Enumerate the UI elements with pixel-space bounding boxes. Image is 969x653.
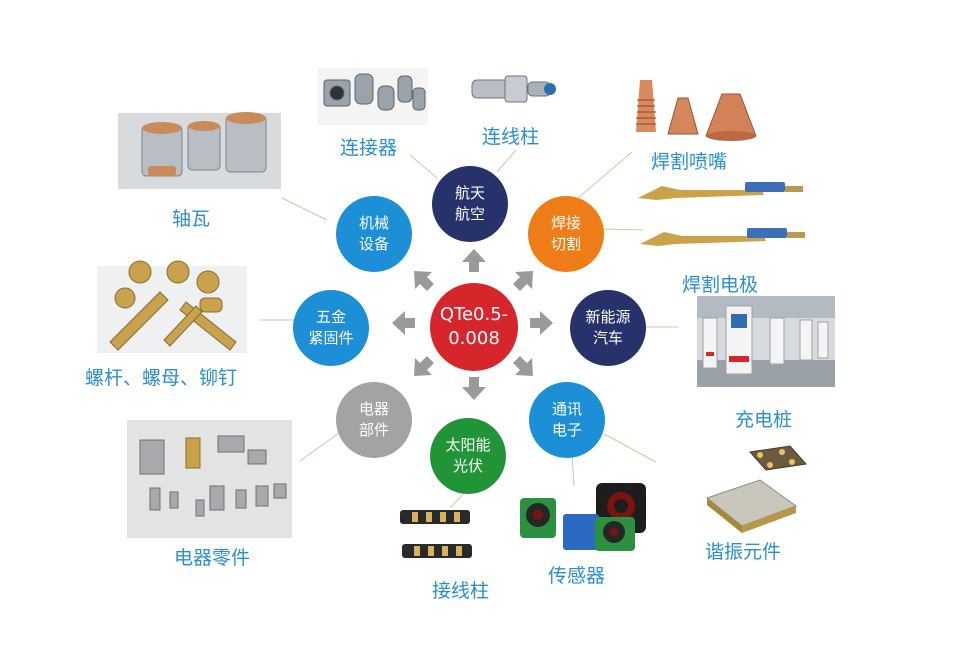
arrow-up <box>462 249 486 272</box>
torch-nozzle-photo <box>636 80 757 141</box>
label-terminal-post: 接线柱 <box>432 580 490 602</box>
node-welding-line2: 切割 <box>550 235 581 253</box>
node-electrical-line1: 电器 <box>358 400 389 418</box>
node-electrical: 电器 部件 <box>336 382 412 458</box>
node-aerospace: 航天 航空 <box>432 166 508 242</box>
label-resonator: 谐振元件 <box>705 541 782 563</box>
label-sensor: 传感器 <box>548 565 606 587</box>
node-machinery-line1: 机械 <box>358 214 389 232</box>
arrow-up-right <box>513 271 533 291</box>
node-solar-line1: 太阳能 <box>445 436 491 454</box>
node-welding: 焊接 切割 <box>528 196 604 272</box>
screws-nuts-rivets-photo <box>97 260 247 353</box>
node-newenergy: 新能源 汽车 <box>570 290 646 366</box>
label-charging-pile: 充电桩 <box>735 409 793 431</box>
node-aerospace-line1: 航天 <box>454 184 485 202</box>
arrow-left <box>392 311 415 335</box>
node-machinery-line2: 设备 <box>358 235 389 253</box>
arrow-down-left <box>414 356 434 376</box>
node-hardware-line1: 五金 <box>315 308 346 326</box>
bearing-bush-photo <box>118 112 281 189</box>
label-screws-nuts-rivets: 螺杆、螺母、铆钉 <box>85 367 238 389</box>
center-material-node: QTe0.5- 0.008 <box>430 283 518 371</box>
arrow-down-right <box>513 356 533 376</box>
node-telecom-line2: 电子 <box>551 421 582 439</box>
node-newenergy-line2: 汽车 <box>592 329 623 347</box>
node-electrical-line2: 部件 <box>358 421 389 439</box>
label-electrical-parts: 电器零件 <box>174 547 251 569</box>
connector-photo <box>318 68 428 125</box>
node-hardware: 五金 紧固件 <box>293 290 369 366</box>
arrow-up-left <box>414 271 434 291</box>
node-welding-line1: 焊接 <box>550 214 581 232</box>
label-torch-electrode: 焊割电极 <box>682 274 759 296</box>
electrical-parts-photo <box>127 420 292 538</box>
node-solar-line2: 光伏 <box>452 457 483 475</box>
torch-electrode-photo <box>638 182 805 246</box>
terminal-post-photo <box>400 510 472 558</box>
center-line-1: QTe0.5- <box>439 304 509 325</box>
sensor-photo <box>520 483 646 551</box>
direction-arrows <box>392 249 553 400</box>
node-machinery: 机械 设备 <box>336 196 412 272</box>
connector-lines <box>260 149 678 509</box>
node-hardware-line2: 紧固件 <box>308 329 354 347</box>
node-telecom: 通讯 电子 <box>529 382 605 458</box>
label-torch-nozzle: 焊割喷嘴 <box>651 151 728 173</box>
node-solar: 太阳能 光伏 <box>430 418 506 494</box>
label-bearing-bush: 轴瓦 <box>172 208 211 230</box>
node-telecom-line1: 通讯 <box>551 400 582 418</box>
label-connector: 连接器 <box>340 137 398 159</box>
node-newenergy-line1: 新能源 <box>585 308 631 326</box>
binding-post-photo <box>471 75 556 103</box>
resonator-photo <box>705 445 807 533</box>
arrow-down <box>462 377 486 400</box>
label-binding-post: 连线柱 <box>482 126 540 148</box>
center-line-2: 0.008 <box>448 328 500 349</box>
charging-pile-photo <box>697 296 835 387</box>
arrow-right <box>530 311 553 335</box>
node-aerospace-line2: 航空 <box>454 205 485 223</box>
